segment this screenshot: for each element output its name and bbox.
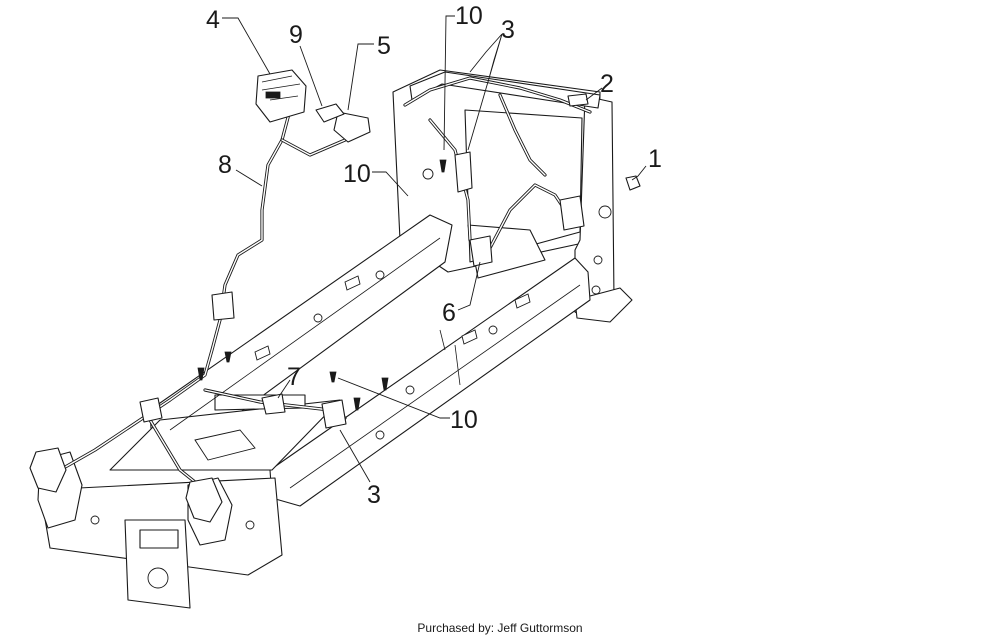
- rail-detail-lines: [169, 237, 581, 489]
- callout-9: 9: [289, 21, 303, 49]
- rail-slot-4: [461, 329, 478, 345]
- screw-4: [353, 397, 361, 411]
- rail-hole-4: [488, 325, 498, 335]
- harness-clip: [261, 393, 286, 415]
- hitch-bracket: [139, 529, 179, 549]
- components: [29, 69, 641, 523]
- harness-tower-run-core: [404, 77, 591, 113]
- callout-3-top: 3: [501, 16, 515, 44]
- rail-hole-2: [375, 270, 385, 280]
- leader-10a: [443, 15, 455, 151]
- lower-connector: [321, 399, 347, 429]
- leader-lines: [222, 15, 647, 483]
- callout-10-top: 10: [455, 2, 483, 30]
- callout-5: 5: [377, 32, 391, 60]
- control-module-face: [261, 75, 301, 101]
- deck-cutout: [194, 429, 256, 461]
- callout-1: 1: [648, 145, 662, 173]
- tower-hole-2: [593, 255, 603, 265]
- control-module: [255, 69, 307, 123]
- screw-3: [381, 377, 389, 391]
- frame-assembly: [37, 69, 633, 609]
- screw-1: [224, 351, 232, 363]
- leader-3a: [467, 33, 503, 151]
- leader-3b: [339, 429, 371, 483]
- rail-hole-1: [313, 313, 323, 323]
- callout-2: 2: [600, 70, 614, 98]
- tower-relay: [454, 151, 473, 193]
- front-right-light: [185, 477, 223, 523]
- leader-8: [235, 169, 263, 187]
- leader-7: [277, 379, 291, 399]
- callout-6: 6: [442, 299, 456, 327]
- hitch-hole: [147, 567, 169, 589]
- harness-tower-branch-core: [499, 94, 546, 176]
- mounting-plate: [315, 103, 345, 123]
- rail-hole-6: [598, 205, 612, 219]
- leader-1: [631, 165, 647, 181]
- rail-slot-1: [254, 345, 271, 361]
- control-module-label: [265, 91, 281, 99]
- tower-side-switch: [559, 195, 585, 231]
- relay: [469, 235, 493, 267]
- bolt: [625, 175, 641, 191]
- screw-6: [439, 159, 447, 173]
- callout-4: 4: [206, 6, 220, 34]
- tower-hole-3: [591, 285, 601, 295]
- callout-8: 8: [218, 151, 232, 179]
- callout-3-bottom: 3: [367, 481, 381, 509]
- leader-9: [299, 45, 323, 107]
- tower-top-fastener: [567, 93, 589, 107]
- callout-10-bottom: 10: [450, 406, 478, 434]
- rail-hole-5: [375, 430, 385, 440]
- deck-hole-1: [90, 515, 100, 525]
- harness-upper-link-core: [281, 139, 346, 156]
- callout-7: 7: [287, 363, 301, 391]
- connector-bracket: [333, 111, 371, 143]
- front-connector: [139, 397, 163, 423]
- front-left-light: [29, 447, 67, 493]
- leader-10c: [337, 377, 450, 419]
- screw-2: [197, 367, 205, 381]
- harness-connector: [211, 291, 235, 321]
- rail-hole-3: [405, 385, 415, 395]
- callout-10-mid: 10: [343, 160, 371, 188]
- tower-hole-1: [422, 168, 434, 180]
- leader-6: [457, 261, 481, 311]
- rail-slot-3: [514, 293, 531, 309]
- callout-labels: 1 2 3 3 4 5 6 7 8 9 10 10 10: [206, 2, 662, 509]
- leader-4: [222, 17, 271, 75]
- screw-5: [329, 371, 337, 383]
- leader-2: [585, 87, 603, 101]
- leader-10b: [372, 171, 409, 197]
- rail-slot-2: [344, 275, 361, 291]
- deck-hole-2: [245, 520, 255, 530]
- purchased-by-footer: Purchased by: Jeff Guttormson: [417, 621, 583, 635]
- leader-5: [347, 43, 374, 111]
